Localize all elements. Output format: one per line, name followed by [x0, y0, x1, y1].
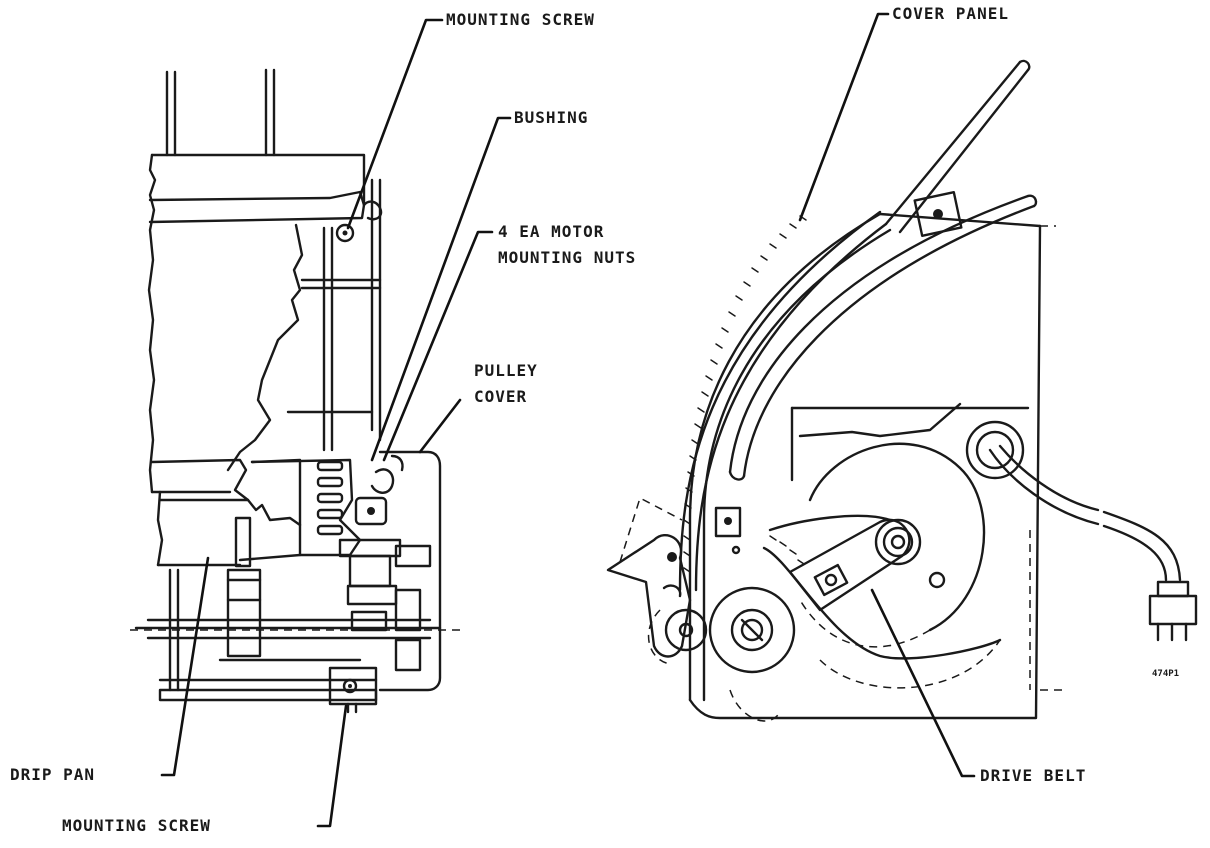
- cable-and-connector: [965, 420, 1198, 642]
- label-figure-number: 474P1: [1152, 669, 1179, 679]
- shaft: [130, 618, 460, 640]
- lower-motor-section: [150, 458, 362, 567]
- label-drive-belt: DRIVE BELT: [980, 766, 1086, 785]
- pulley-cover-part: [370, 450, 442, 692]
- base-dashed-outline: [819, 639, 1001, 689]
- cover-panel-part: [678, 59, 1038, 592]
- motor-housing: [147, 153, 366, 494]
- leader-drip-pan: [160, 556, 210, 777]
- leader-mounting-screw-top: [346, 18, 444, 230]
- left-pivot-assembly: [606, 496, 742, 665]
- leader-mounting-screw-bottom: [316, 704, 348, 828]
- leader-lines: [160, 12, 976, 828]
- label-motor-nuts-line2: MOUNTING NUTS: [498, 248, 636, 267]
- right-motor-front-view: [606, 59, 1198, 722]
- corner-dashed-outline: [729, 689, 781, 722]
- top-rods: [165, 68, 276, 157]
- label-mounting-screw-top: MOUNTING SCREW: [446, 10, 595, 29]
- bottom-wheel: [708, 586, 796, 674]
- label-pulley-cover-line2: COVER: [474, 387, 527, 406]
- leader-drive-belt: [870, 588, 976, 778]
- leader-pulley-cover: [418, 398, 462, 454]
- drip-pan-part: [158, 516, 378, 702]
- bushing-part: [338, 496, 432, 672]
- leader-motor-nuts: [382, 230, 494, 462]
- mounting-screw-bottom-part: [328, 666, 378, 714]
- mounting-screw-top-part: [335, 223, 355, 243]
- idler-arm: [788, 518, 922, 612]
- label-cover-panel: COVER PANEL: [892, 4, 1009, 23]
- label-drip-pan: DRIP PAN: [10, 765, 95, 784]
- label-pulley-cover-line1: PULLEY: [474, 361, 538, 380]
- inner-housing: [790, 402, 1030, 482]
- leader-bushing: [370, 116, 512, 462]
- leader-cover-panel: [798, 12, 890, 222]
- right-frame: [286, 178, 383, 452]
- label-motor-nuts-line1: 4 EA MOTOR: [498, 222, 604, 241]
- left-motor-side-view: [130, 68, 460, 714]
- label-bushing: BUSHING: [514, 108, 588, 127]
- label-mounting-screw-bottom: MOUNTING SCREW: [62, 816, 211, 835]
- drive-belt-part: [762, 514, 1002, 660]
- text-labels: MOUNTING SCREW BUSHING 4 EA MOTOR MOUNTI…: [10, 4, 1179, 835]
